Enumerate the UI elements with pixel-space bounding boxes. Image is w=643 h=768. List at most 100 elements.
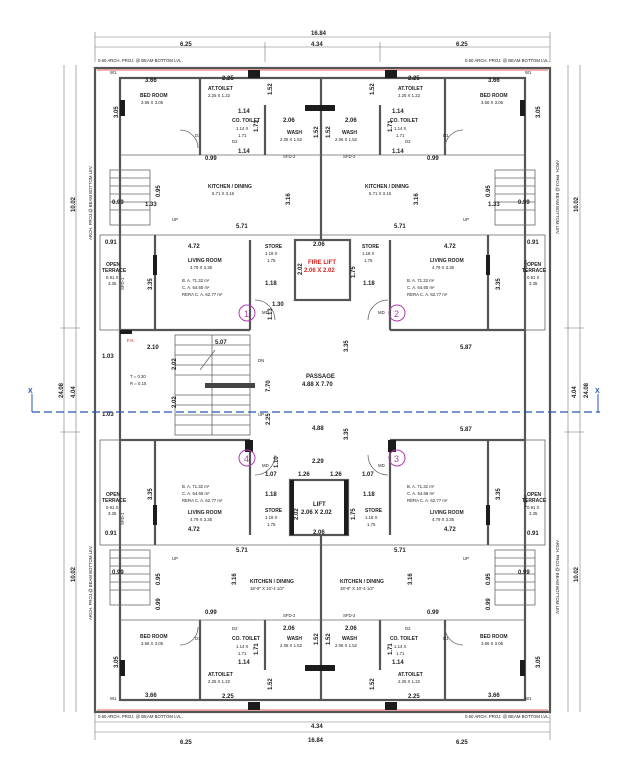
dim-114-tr: 1.14 <box>392 109 404 115</box>
dim-099-bottom-br: 0.99 <box>427 610 439 616</box>
dim-110: 1.10 <box>274 456 280 468</box>
living-dim-br: 4.79 X 3.35 <box>432 517 455 522</box>
co-toilet-label-tl: CO. TOILET <box>232 118 260 124</box>
dim-099-tl: 0.99 <box>205 156 217 162</box>
bed-room-dim-tr: 3.66 X 3.05 <box>481 100 504 105</box>
dim-118-bl: 1.18 <box>265 492 277 498</box>
sfd1-label-bl: SFD-1 <box>120 512 125 525</box>
dim-103-bottom: 1.03 <box>102 412 114 418</box>
dim-091-tr: 0.91 <box>527 240 539 246</box>
d1-label-tr: D1 <box>443 133 449 138</box>
dim-316-br: 3.16 <box>408 573 414 585</box>
open-terrace-dim-tl: 0.91 X <box>106 275 119 280</box>
living-dim-tr: 4.79 X 3.35 <box>432 265 455 270</box>
rera-tl: RERA C. A. 62.77 m² <box>182 292 223 297</box>
kitchen-label-tr: KITCHEN / DINING <box>365 184 409 190</box>
sfd1-label-tl: SFD-1 <box>120 277 125 290</box>
dim-114-tl: 1.14 <box>238 109 250 115</box>
arch-proj-vert-tl: ARCH. PROJ.@ BEAM BOTTOM LEV. <box>88 165 93 240</box>
dim-305-bl: 3.05 <box>114 656 120 668</box>
arch-proj-vert-bl: ARCH. PROJ.@ BEAM BOTTOM LEV. <box>88 545 93 620</box>
store-label-br: STORE <box>365 508 383 514</box>
living-label-br: LIVING ROOM <box>430 510 464 516</box>
dim-099b-tl: 0.99 <box>112 200 124 206</box>
open-terrace-label-b-tl: TERRACE <box>102 268 127 274</box>
arch-proj-vert-br: ARCH. PROJ.@ BEAM BOTTOM LEV. <box>555 540 560 615</box>
kitchen-dim-tr: 5.71 X 3.16 <box>369 191 392 196</box>
dim-099c-br: 0.99 <box>486 598 492 610</box>
dim-335-bl: 3.35 <box>148 488 154 500</box>
at-toilet-label-tl: AT.TOILET <box>208 86 233 92</box>
dim-206-lift: 2.06 <box>313 530 325 536</box>
dim-316-tl: 3.16 <box>286 193 292 205</box>
w1-label-tr: W1 <box>525 70 532 75</box>
sfd2-label-br: SFD-2 <box>343 613 356 618</box>
ba-tr: B. A. 71.32 m² <box>407 278 435 283</box>
dim-366-tr: 3.66 <box>488 78 500 84</box>
kitchen-label-br: KITCHEN / DINING <box>340 579 384 585</box>
up-label-tl: UP <box>172 217 178 222</box>
dim-130: 1.30 <box>272 302 284 308</box>
dim-171-br: 1.71 <box>388 643 394 655</box>
flat-markers <box>238 304 406 467</box>
dim-bottom-left: 6.25 <box>180 740 192 746</box>
at-toilet-dim-tr: 2.25 X 1.22 <box>398 93 421 98</box>
tread-label: T = 0.30 <box>130 374 146 379</box>
dim-099-bl: 0.99 <box>112 570 124 576</box>
dim-366-bl: 3.66 <box>145 693 157 699</box>
dim-206-bl: 2.06 <box>283 626 295 632</box>
kitchen-dim-bl: 18'-9" X 10'-4 1/2" <box>250 586 285 591</box>
w1-label-tl: W1 <box>110 70 117 75</box>
dim-171-tr: 1.71 <box>388 120 394 132</box>
dim-top-right: 6.25 <box>456 42 468 48</box>
up-label-br: UP <box>463 556 469 561</box>
at-toilet-label-br: AT.TOILET <box>398 672 423 678</box>
dim-099c-bl: 0.99 <box>156 598 162 610</box>
top-dimension-chains <box>94 32 551 62</box>
at-toilet-label-bl: AT.TOILET <box>208 672 233 678</box>
dim-152-v3-br: 1.52 <box>370 678 376 690</box>
bottom-dimension-chains <box>94 712 551 740</box>
dim-472-tr: 4.72 <box>444 244 456 250</box>
flat-number-1: 1 <box>244 309 249 319</box>
open-terrace-dim-br: 0.91 X <box>527 505 540 510</box>
store-dim-b-tr: 1.75 <box>364 258 373 263</box>
dim-305-tl: 3.05 <box>114 106 120 118</box>
dim-225-stair: 2.25 <box>266 413 272 425</box>
dim-335-tl: 3.35 <box>148 278 154 290</box>
dim-152-v-tl: 1.52 <box>268 83 274 95</box>
co-toilet-dim-a-br: 1.14 X <box>394 644 407 649</box>
open-terrace-dim-b-tr: 3.35 <box>529 281 538 286</box>
arch-proj-note-tr: 0.60 ARCH. PROJ. @ BEAM BOTTOM LVL. <box>465 58 550 63</box>
living-label-bl: LIVING ROOM <box>188 510 222 516</box>
passage-dim: 4.88 X 7.70 <box>302 382 333 388</box>
dim-bottom-mid: 4.34 <box>311 724 323 730</box>
sfd2-label-tr: SFD-2 <box>343 154 356 159</box>
dim-206-br: 2.06 <box>345 626 357 632</box>
dim-225-tr: 2.25 <box>408 76 420 82</box>
dim-126-bl: 1.26 <box>298 472 310 478</box>
rera-br: RERA C. A. 62.77 m² <box>407 498 448 503</box>
open-terrace-dim-tr: 0.91 X <box>527 275 540 280</box>
dim-top-left: 6.25 <box>180 42 192 48</box>
bed-room-dim-br: 3.66 X 3.05 <box>481 641 504 646</box>
dim-335-passage-a: 3.35 <box>344 340 350 352</box>
door-swings <box>179 129 464 646</box>
fire-hydrant-label: F.H. <box>127 338 135 343</box>
open-terrace-dim-b-bl: 3.35 <box>108 511 117 516</box>
living-label-tl: LIVING ROOM <box>188 258 222 264</box>
dim-366-br: 3.66 <box>488 693 500 699</box>
section-marker-right: X <box>595 388 600 395</box>
co-toilet-dim-b-tr: 1.71 <box>396 133 405 138</box>
dim-571-br: 5.71 <box>394 548 406 554</box>
dim-316-bl: 3.16 <box>232 573 238 585</box>
open-terrace-dim-b-br: 3.35 <box>529 511 538 516</box>
co-toilet-label-tr: CO. TOILET <box>390 118 418 124</box>
dim-225-br: 2.25 <box>408 694 420 700</box>
dim-118-tl: 1.18 <box>265 281 277 287</box>
kitchen-label-tl: KITCHEN / DINING <box>208 184 252 190</box>
open-terrace-label-br: OPEN <box>527 492 542 498</box>
md-label-tl: MD <box>262 310 269 315</box>
sfd2-label-bl: SFD-2 <box>283 613 296 618</box>
dim-118-br: 1.18 <box>363 492 375 498</box>
